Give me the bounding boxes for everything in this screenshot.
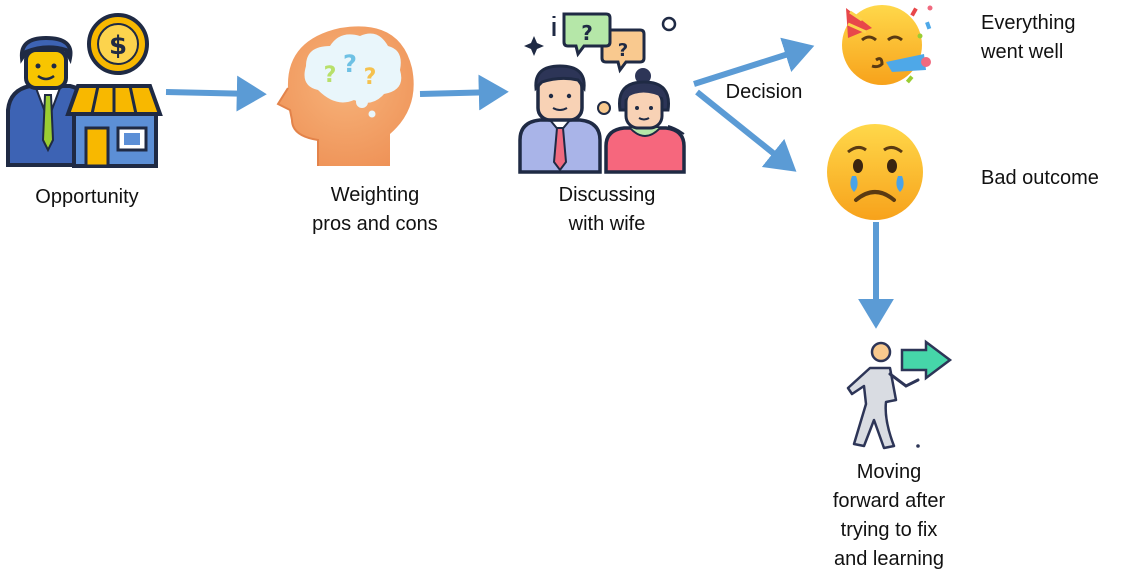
node-good-line: went well [981, 41, 1064, 63]
node-good-outcome: Everything went well [981, 9, 1111, 67]
node-discussing: Discussing with wife [536, 181, 678, 239]
walking-person-icon [846, 339, 953, 450]
node-discussing-line: Discussing [558, 184, 656, 206]
node-weighting-line: pros and cons [312, 213, 438, 235]
node-moving-line: Moving [856, 461, 922, 483]
svg-text:?: ? [581, 21, 593, 45]
businessman-shop-icon: $ [6, 13, 163, 168]
svg-text:?: ? [364, 65, 377, 90]
couple-talking-icon: ? ? [518, 12, 686, 174]
svg-text:?: ? [343, 50, 357, 78]
node-bad-outcome: Bad outcome [981, 164, 1121, 193]
node-moving-forward: Moving forward after trying to fix and l… [808, 458, 970, 574]
node-moving-line: trying to fix [840, 519, 938, 541]
node-opportunity: Opportunity [18, 183, 156, 212]
node-good-line: Everything [981, 12, 1076, 34]
node-bad-line: Bad outcome [981, 167, 1099, 189]
arrow-decision-to-bad [695, 89, 797, 172]
edge-label-decision: Decision [714, 78, 814, 107]
node-moving-line: forward after [832, 490, 946, 512]
svg-text:?: ? [618, 40, 628, 61]
svg-text:$: $ [109, 31, 127, 61]
node-weighting: Weighting pros and cons [292, 181, 458, 239]
svg-text:?: ? [324, 63, 337, 88]
arrow-decision-to-good [693, 37, 815, 87]
party-emoji-icon [842, 5, 933, 85]
arrow-weighting-to-discussing [419, 74, 509, 111]
node-discussing-line: with wife [568, 213, 646, 235]
thinking-head-icon: ? ? ? [276, 26, 414, 167]
node-moving-line: and learning [833, 548, 945, 570]
sad-emoji-icon [827, 124, 923, 220]
edge-label-decision-text: Decision [725, 81, 803, 103]
arrow-opportunity-to-weighting [165, 75, 267, 112]
node-opportunity-line: Opportunity [35, 186, 139, 208]
node-weighting-line: Weighting [330, 184, 420, 206]
